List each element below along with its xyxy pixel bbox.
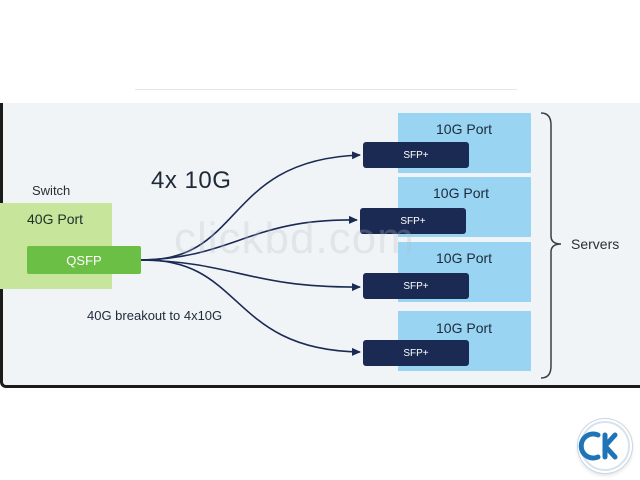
watermark-logo: [578, 419, 632, 473]
sfp-connector-4: SFP+: [363, 340, 469, 366]
server-port-label-1: 10G Port: [436, 121, 493, 137]
server-port-label-3: 10G Port: [436, 250, 493, 266]
server-port-label-2: 10G Port: [433, 185, 490, 201]
speed-label: 4x 10G: [151, 167, 232, 194]
cable-4: [140, 259, 361, 356]
sfp-connector-1: SFP+: [363, 142, 469, 168]
servers-brace: [540, 112, 562, 379]
cable-1: [140, 151, 361, 261]
cable-2: [140, 215, 358, 261]
cable-3: [140, 259, 361, 292]
watermark: clickbd.com: [174, 214, 415, 263]
switch-port-label: 40G Port: [27, 211, 84, 227]
qsfp-connector: QSFP: [27, 246, 141, 274]
server-port-label-4: 10G Port: [436, 320, 493, 336]
breakout-label: 40G breakout to 4x10G: [87, 308, 223, 323]
top-divider: [135, 89, 517, 90]
switch-title: Switch: [32, 183, 71, 198]
servers-label: Servers: [571, 236, 620, 252]
sfp-connector-2: SFP+: [360, 208, 466, 234]
sfp-connector-3: SFP+: [363, 273, 469, 299]
